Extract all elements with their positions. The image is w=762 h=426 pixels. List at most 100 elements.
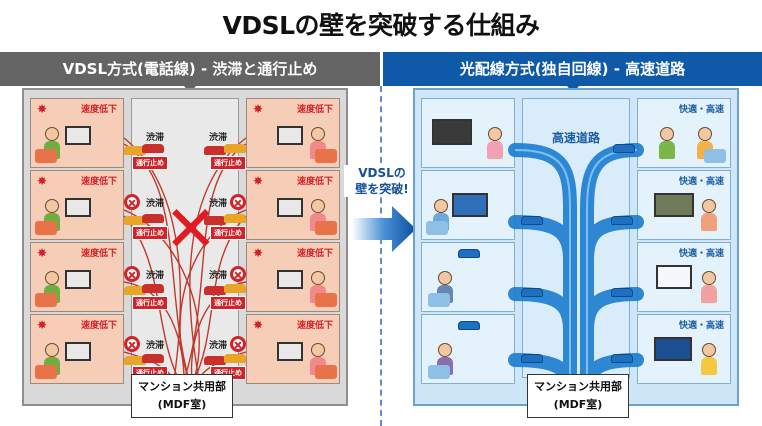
highway-label: 高速道路 [551,131,600,145]
room: ✸ 速度低下 [246,314,340,384]
person-icon [698,127,712,141]
prohibited-icon [230,194,246,210]
person-icon [438,343,452,357]
page-title: VDSLの壁を突破する仕組み [222,11,540,40]
person-body [701,285,717,303]
person-icon [488,127,502,141]
person-icon [311,343,325,357]
car-icon [458,249,480,258]
download-screen-icon [656,265,692,289]
monitor-icon [65,126,91,145]
prohibited-icon [124,266,140,282]
monitor-icon [277,198,303,217]
traffic-jam-label: 渋滞 [146,199,165,209]
room [421,98,515,168]
monitor-icon [277,342,303,361]
car-icon [142,144,164,153]
speed-drop-label: 速度低下 [296,177,333,187]
breakthrough-line1: VDSLの [358,166,406,180]
person-body [659,141,675,159]
road-closed-badge: 通行止め [210,156,246,170]
speed-drop-label: 速度低下 [80,105,117,115]
racing-game-tv-icon [654,193,694,217]
room: 快適・高速 [637,98,731,168]
car-icon [142,354,164,363]
person-body [487,141,503,159]
speed-drop-label: 速度低下 [296,249,333,259]
right-arrow-icon [352,206,416,252]
anger-icon: ✸ [37,246,48,260]
anger-icon: ✸ [253,246,264,260]
road-closed-badge: 通行止め [132,156,168,170]
car-icon [142,214,164,223]
mdf-line1: マンション共用部 [534,380,622,393]
monitor-icon [277,270,303,289]
car-icon [224,144,246,153]
car-icon [224,284,246,293]
room: 快適・高速 [637,170,731,240]
room [421,170,515,240]
traffic-jam-label: 渋滞 [209,341,228,351]
breakthrough-callout: VDSLの 壁を突破! [344,165,420,197]
prohibited-icon [124,194,140,210]
sofa-icon [704,149,726,163]
speed-drop-label: 速度低下 [80,249,117,259]
car-icon [124,146,146,155]
sofa-icon [315,365,337,379]
car-icon [124,286,146,295]
anger-icon: ✸ [37,102,48,116]
road-closed-badge: 通行止め [210,226,246,240]
room: 快適・高速 [637,242,731,312]
sofa-icon [35,149,57,163]
car-icon [204,286,226,295]
monitor-icon [65,198,91,217]
car-icon [521,216,543,225]
game-tv-icon [452,193,488,217]
sofa-icon [426,221,448,235]
fast-comfortable-label: 快適・高速 [678,321,724,331]
person-body [701,213,717,231]
room: ✸ 速度低下 [30,314,124,384]
sofa-icon [315,221,337,235]
room: ✸ 速度低下 [246,242,340,312]
room [421,314,515,384]
room: ✸ 速度低下 [246,98,340,168]
person-icon [45,271,59,285]
car-icon [124,356,146,365]
person-body [701,357,717,375]
person-icon [434,199,448,213]
sofa-icon [428,365,450,379]
room: 快適・高速 [637,314,731,384]
fast-comfortable-label: 快適・高速 [678,177,724,187]
breakthrough-line2: 壁を突破! [355,182,409,196]
car-icon [521,288,543,297]
prohibited-icon [230,336,246,352]
sofa-icon [35,221,57,235]
person-icon [702,271,716,285]
sofa-icon [35,365,57,379]
fast-comfortable-label: 快適・高速 [678,249,724,259]
room: ✸ 速度低下 [30,170,124,240]
sofa-icon [315,293,337,307]
fiber-section-header: 光配線方式(独自回線) - 高速道路 [383,52,762,93]
mdf-room-label-right: マンション共用部 (MDF室) [527,374,629,418]
room: ✸ 速度低下 [30,98,124,168]
car-icon [458,321,480,330]
speed-drop-label: 速度低下 [80,177,117,187]
vdsl-building: ✸ 速度低下 ✸ 速度低下 ✸ 速度低下 ✸ 速度低下 ✸ 速度低下 [22,88,348,406]
fiber-header-label: 光配線方式(独自回線) - 高速道路 [459,60,686,78]
streaming-tv-icon [654,337,692,361]
traffic-jam-label: 渋滞 [146,341,165,351]
car-icon [224,214,246,223]
video-tv-icon [432,119,472,145]
person-icon [702,343,716,357]
blocked-x-icon: ✕ [164,193,218,267]
person-icon [45,199,59,213]
person-icon [311,199,325,213]
panel-divider [380,86,382,426]
vdsl-header-label: VDSL方式(電話線) - 渋滞と通行止め [62,60,318,78]
road-closed-badge: 通行止め [210,296,246,310]
car-icon [521,354,543,363]
car-icon [204,216,226,225]
road-closed-badge: 通行止め [132,226,168,240]
